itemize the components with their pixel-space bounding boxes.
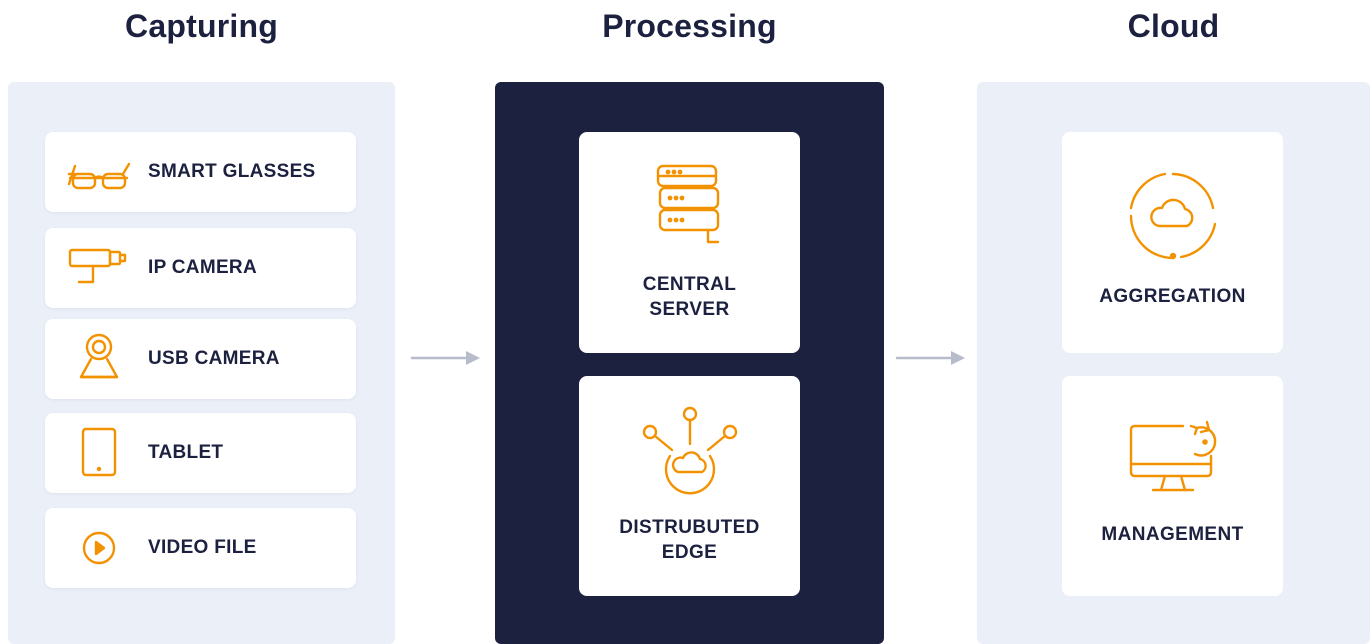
source-label: USB CAMERA xyxy=(148,348,280,369)
source-label: SMART GLASSES xyxy=(148,161,316,182)
source-label: TABLET xyxy=(148,442,224,463)
source-label: IP CAMERA xyxy=(148,257,257,278)
card-label: DISTRUBUTED EDGE xyxy=(619,517,760,563)
cloud-sync-icon xyxy=(1125,168,1221,264)
card-label: MANAGEMENT xyxy=(1101,524,1244,545)
capturing-title: Capturing xyxy=(125,8,278,44)
source-tablet: TABLET xyxy=(45,413,356,493)
ip-camera-icon xyxy=(67,242,131,294)
server-stack-icon xyxy=(652,158,728,250)
source-label: VIDEO FILE xyxy=(148,537,257,558)
webcam-icon xyxy=(67,333,131,385)
processing-title: Processing xyxy=(602,8,777,44)
card-distributed-edge: DISTRUBUTED EDGE xyxy=(579,376,800,596)
smart-glasses-icon xyxy=(67,146,131,198)
arrow-processing-to-cloud xyxy=(895,348,975,368)
play-icon xyxy=(67,522,131,574)
card-management: MANAGEMENT xyxy=(1062,376,1283,596)
tablet-icon xyxy=(67,427,131,479)
source-video-file: VIDEO FILE xyxy=(45,508,356,588)
edge-network-icon xyxy=(640,406,740,498)
card-aggregation: AGGREGATION xyxy=(1062,132,1283,353)
card-label: AGGREGATION xyxy=(1099,286,1246,307)
cloud-title: Cloud xyxy=(1127,8,1220,44)
monitor-refresh-icon xyxy=(1125,416,1221,506)
source-usb-camera: USB CAMERA xyxy=(45,319,356,399)
source-ip-camera: IP CAMERA xyxy=(45,228,356,308)
arrow-capturing-to-processing xyxy=(410,348,490,368)
card-label: CENTRAL SERVER xyxy=(642,274,737,320)
source-smart-glasses: SMART GLASSES xyxy=(45,132,356,212)
card-central-server: CENTRAL SERVER xyxy=(579,132,800,353)
